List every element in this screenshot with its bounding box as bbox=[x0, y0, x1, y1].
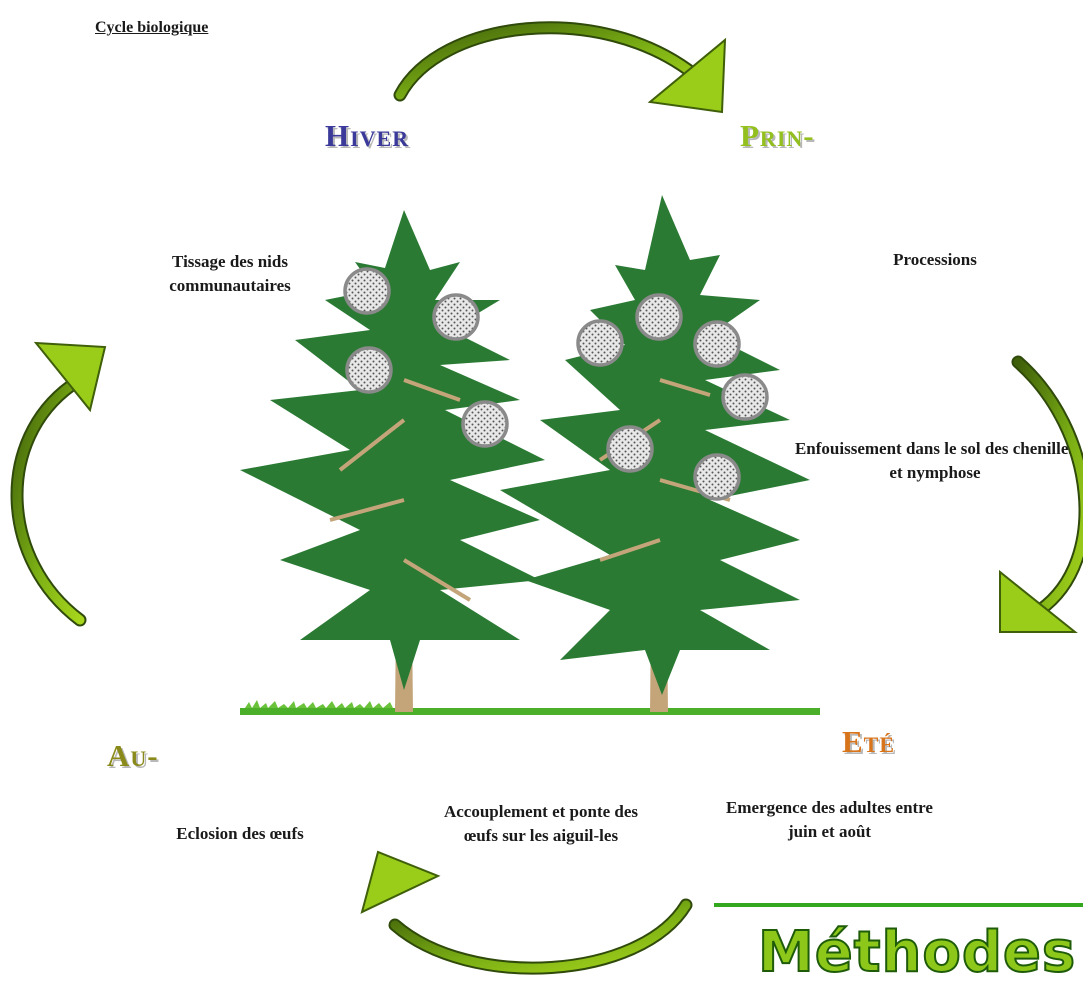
grass-ground bbox=[240, 700, 820, 715]
curved-arrow-icon bbox=[999, 355, 1083, 633]
curved-arrow-icon bbox=[10, 341, 107, 627]
season-spring: Prin- bbox=[740, 118, 815, 153]
stage-burrowing: Enfouissement dans le sol des chenilles … bbox=[794, 439, 1076, 482]
stage-hatching: Eclosion des œufs bbox=[176, 824, 304, 843]
caterpillar-nest-icon bbox=[693, 320, 741, 368]
caterpillar-nest-icon bbox=[343, 267, 391, 315]
methods-heading: Méthodes bbox=[757, 919, 1077, 985]
season-winter: Hiver bbox=[325, 118, 410, 153]
caterpillar-nest-icon bbox=[721, 373, 769, 421]
diagram-title: Cycle biologique bbox=[95, 19, 209, 36]
stage-emergence: Emergence des adultes entre juin et août bbox=[726, 798, 933, 841]
caterpillar-nest-icon bbox=[693, 453, 741, 501]
stage-nests: Tissage des nids communautaires bbox=[169, 252, 291, 295]
curved-arrow-icon bbox=[393, 21, 727, 114]
caterpillar-nest-icon bbox=[432, 293, 480, 341]
section-divider bbox=[714, 903, 1083, 907]
caterpillar-nest-icon bbox=[606, 425, 654, 473]
pine-tree-icon bbox=[500, 195, 810, 712]
caterpillar-nest-icon bbox=[635, 293, 683, 341]
season-autumn: Au- bbox=[107, 738, 159, 773]
caterpillar-nest-icon bbox=[576, 319, 624, 367]
pine-tree-icon bbox=[240, 210, 545, 712]
stage-mating: Accouplement et ponte des œufs sur les a… bbox=[443, 802, 639, 845]
caterpillar-nest-icon bbox=[461, 400, 509, 448]
caterpillar-nest-icon bbox=[345, 346, 393, 394]
stage-processions: Processions bbox=[893, 250, 977, 269]
season-summer: Eté bbox=[842, 724, 896, 759]
caterpillar-nests bbox=[343, 267, 769, 501]
curved-arrow-icon bbox=[360, 850, 693, 975]
